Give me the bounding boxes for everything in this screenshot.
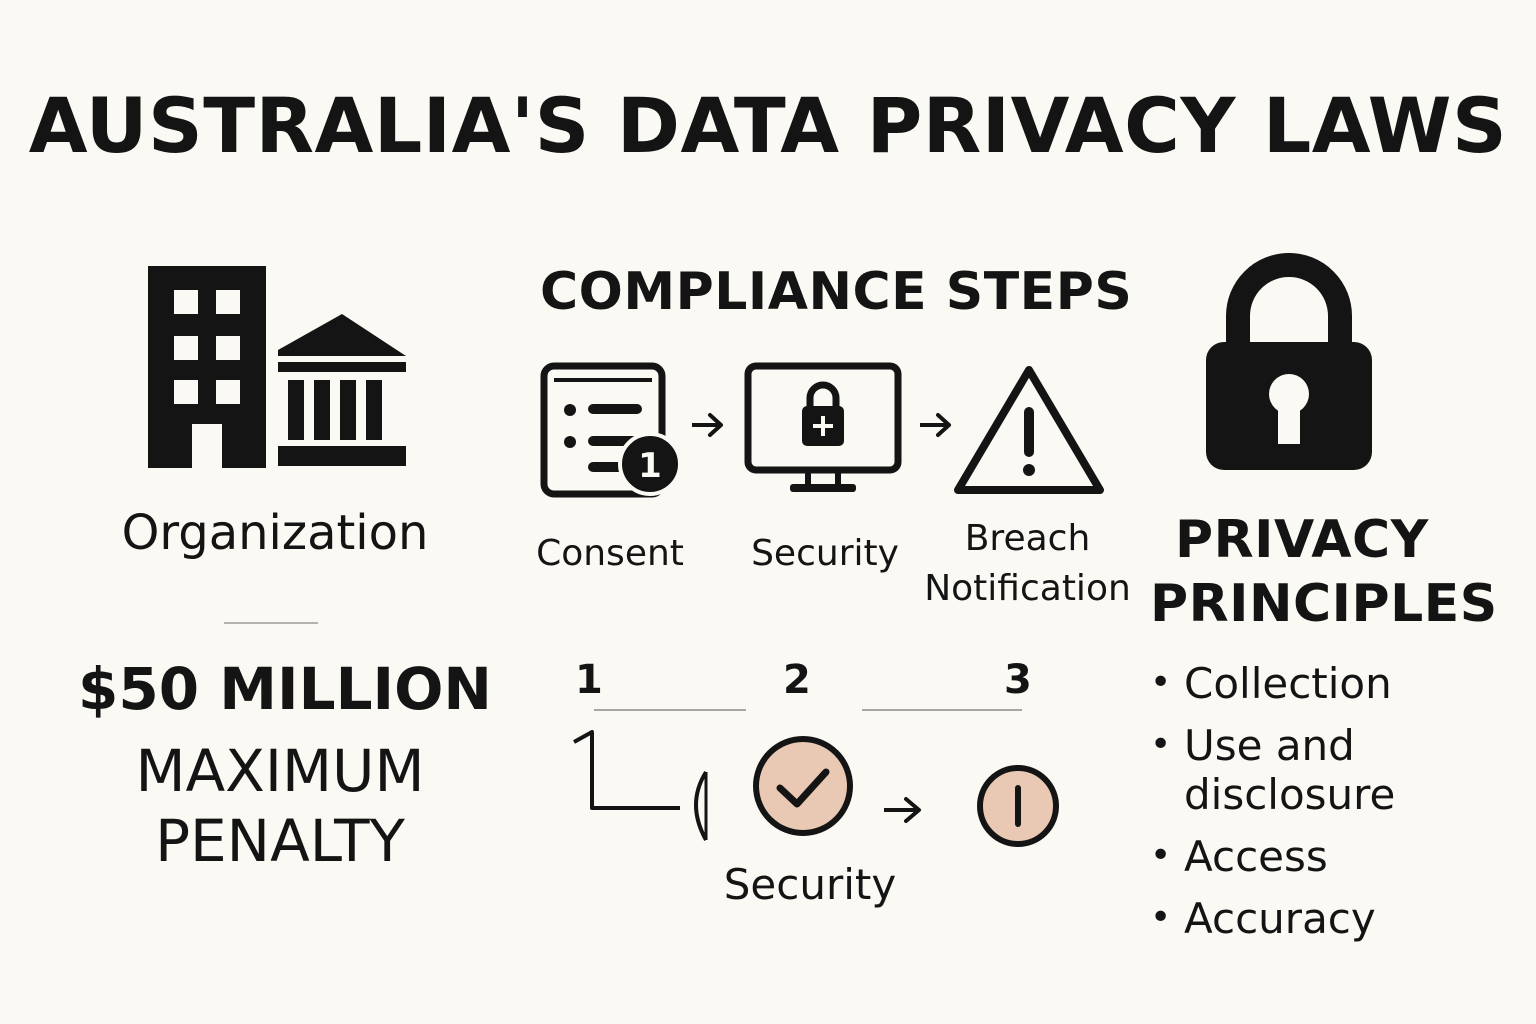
page-title: AUSTRALIA'S DATA PRIVACY LAWS (28, 81, 1508, 170)
step-number-2: 2 (783, 657, 811, 703)
building-icon (148, 266, 406, 468)
privacy-heading-line-1: PRIVACY (1175, 510, 1429, 570)
step-label-breach: Breach (964, 518, 1091, 559)
list-item: •Collection (1150, 659, 1392, 708)
svg-text:1: 1 (638, 446, 662, 486)
arrow-right-icon (884, 797, 921, 823)
organization-label: Organization (121, 505, 429, 561)
progress-line (594, 709, 746, 711)
penalty-line-2: PENALTY (155, 807, 405, 875)
list-item: •Accuracy (1150, 894, 1376, 944)
warning-icon (954, 366, 1104, 494)
arrow-right-icon (692, 413, 723, 437)
bottom-security-label: Security (723, 860, 897, 909)
step-label-consent: Consent (536, 533, 684, 574)
arrow-right-icon (920, 413, 951, 437)
privacy-heading-line-2: PRINCIPLES (1150, 574, 1498, 634)
document-list-icon: 1 (540, 362, 682, 498)
list-item: •Access (1150, 831, 1328, 881)
step-number-1: 1 (575, 657, 603, 703)
penalty-amount: $50 MILLION (78, 655, 492, 723)
step-number-3: 3 (1004, 657, 1032, 703)
info-circle-icon (977, 765, 1059, 847)
list-item: •Use and disclosure (1150, 721, 1396, 819)
padlock-icon (1206, 253, 1372, 470)
process-bracket-icon (573, 730, 708, 841)
penalty-line-1: MAXIMUM (135, 737, 425, 805)
compliance-heading: COMPLIANCE STEPS (540, 262, 1133, 322)
step-label-security: Security (751, 533, 899, 574)
progress-line (862, 709, 1022, 711)
checkmark-circle-icon (753, 736, 853, 836)
monitor-lock-icon (744, 362, 902, 492)
step-label-notification: Notification (924, 568, 1131, 609)
principles-list: •Collection •Use and disclosure •Access … (1150, 659, 1424, 957)
divider-line (224, 622, 318, 624)
